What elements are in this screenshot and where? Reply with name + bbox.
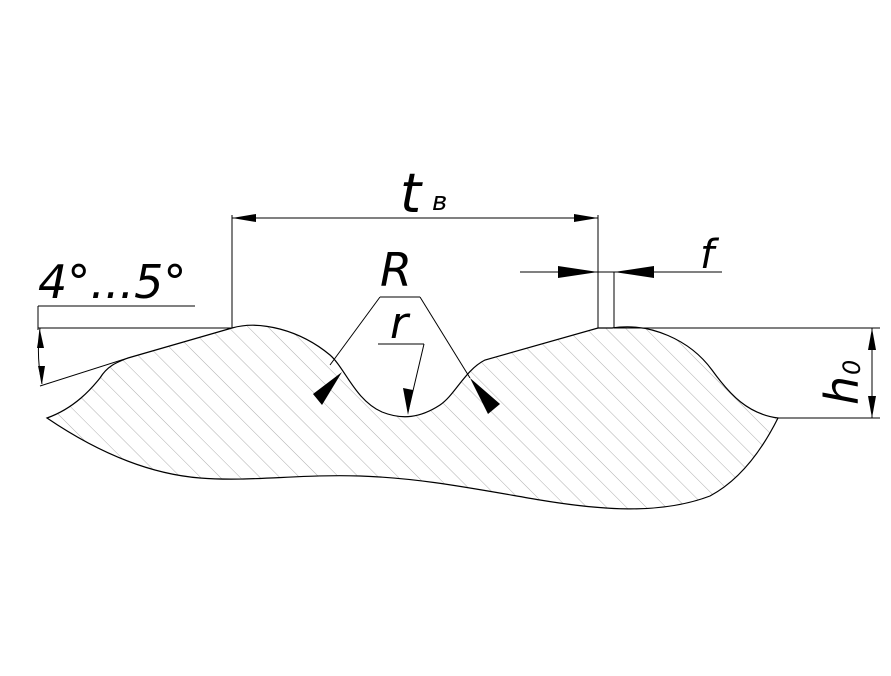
inner-radius-label: r xyxy=(390,298,411,349)
height-label: h xyxy=(815,376,869,405)
flat-dimension xyxy=(520,266,722,328)
inner-radius-leader xyxy=(378,343,425,415)
angle-dimension xyxy=(37,305,232,387)
height-subscript: 0 xyxy=(838,360,866,375)
angle-label: 4°...5° xyxy=(38,255,186,309)
pitch-label: t xyxy=(400,162,423,225)
pitch-subscript: в xyxy=(432,187,447,217)
height-dimension xyxy=(614,327,880,419)
outer-radius-label: R xyxy=(380,243,412,297)
outer-radius-leaders xyxy=(313,296,500,414)
flat-label: f xyxy=(700,232,720,278)
pitch-dimension xyxy=(231,214,599,328)
profile-section xyxy=(45,324,779,510)
